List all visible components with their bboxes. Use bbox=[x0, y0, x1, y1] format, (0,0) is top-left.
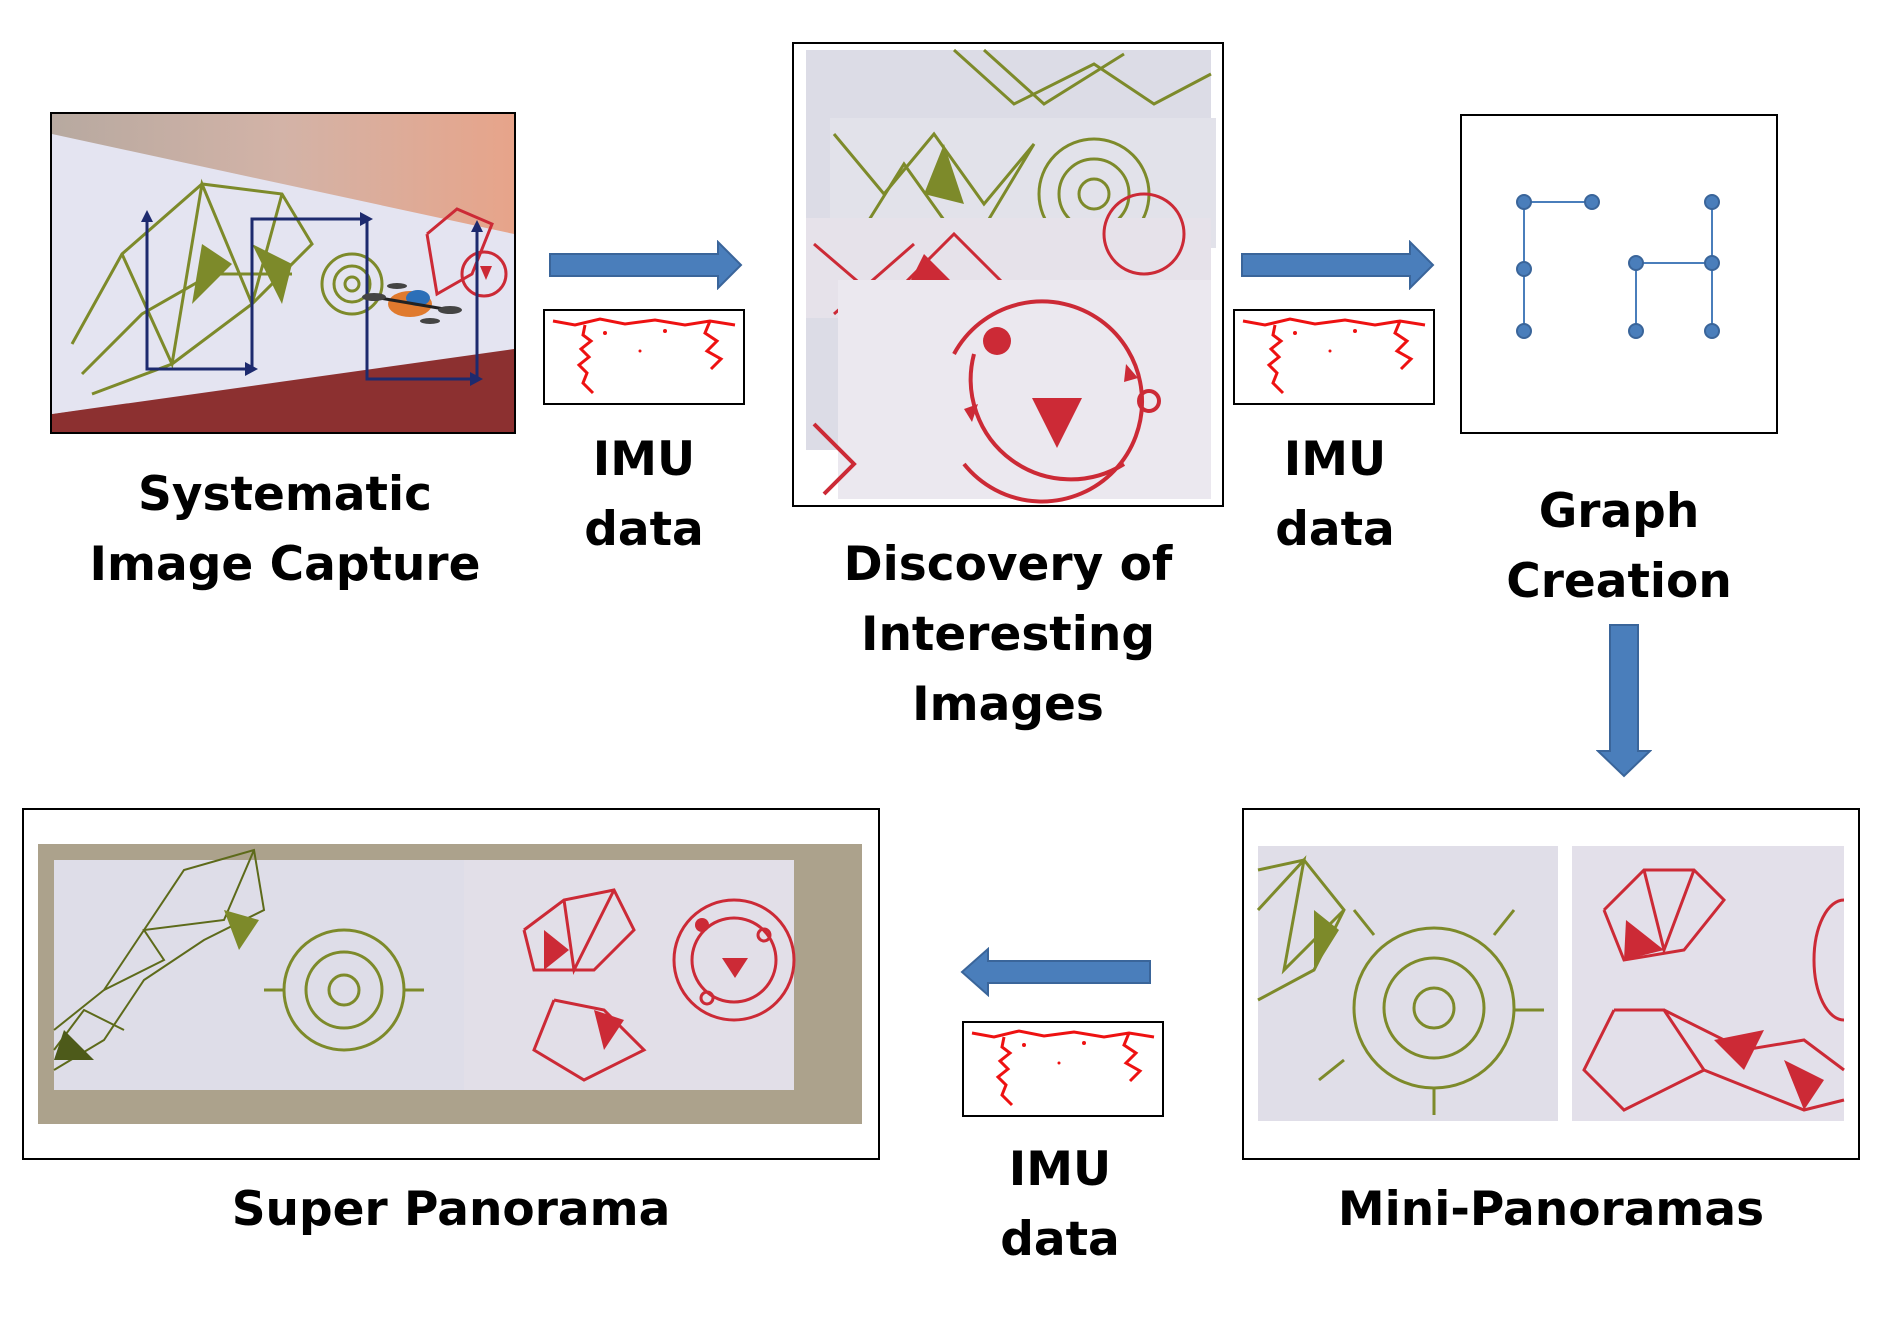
step-label-discovery: Discovery of Interesting Images bbox=[843, 537, 1173, 732]
flow-arrow-down bbox=[1596, 624, 1652, 778]
step-label-graph: Graph Creation bbox=[1506, 484, 1732, 609]
super-panorama-box bbox=[22, 808, 880, 1160]
step-label-super: Super Panorama bbox=[231, 1182, 671, 1237]
imu-label-3: IMU data bbox=[1000, 1142, 1120, 1267]
graph-node bbox=[1516, 323, 1532, 339]
step-label-capture: Systematic Image Capture bbox=[89, 467, 481, 592]
graph-node bbox=[1584, 194, 1600, 210]
graph-node bbox=[1628, 255, 1644, 271]
graph-node bbox=[1704, 323, 1720, 339]
graph-node bbox=[1704, 255, 1720, 271]
graph-node bbox=[1704, 194, 1720, 210]
capture-photo bbox=[50, 112, 516, 434]
graph-node bbox=[1628, 323, 1644, 339]
imu-trace-1 bbox=[543, 309, 745, 405]
step-label-mini: Mini-Panoramas bbox=[1337, 1182, 1765, 1237]
imu-trace-3 bbox=[962, 1021, 1164, 1117]
flow-arrow-right-1 bbox=[549, 240, 743, 290]
graph-node bbox=[1516, 194, 1532, 210]
graph-box bbox=[1460, 114, 1778, 434]
mini-panoramas-box bbox=[1242, 808, 1860, 1160]
discovery-image-stack bbox=[792, 42, 1224, 507]
imu-trace-2 bbox=[1233, 309, 1435, 405]
graph-node bbox=[1516, 261, 1532, 277]
flow-arrow-left bbox=[960, 947, 1151, 997]
flow-arrow-right-2 bbox=[1241, 240, 1435, 290]
imu-label-2: IMU data bbox=[1275, 432, 1395, 557]
imu-label-1: IMU data bbox=[584, 432, 704, 557]
